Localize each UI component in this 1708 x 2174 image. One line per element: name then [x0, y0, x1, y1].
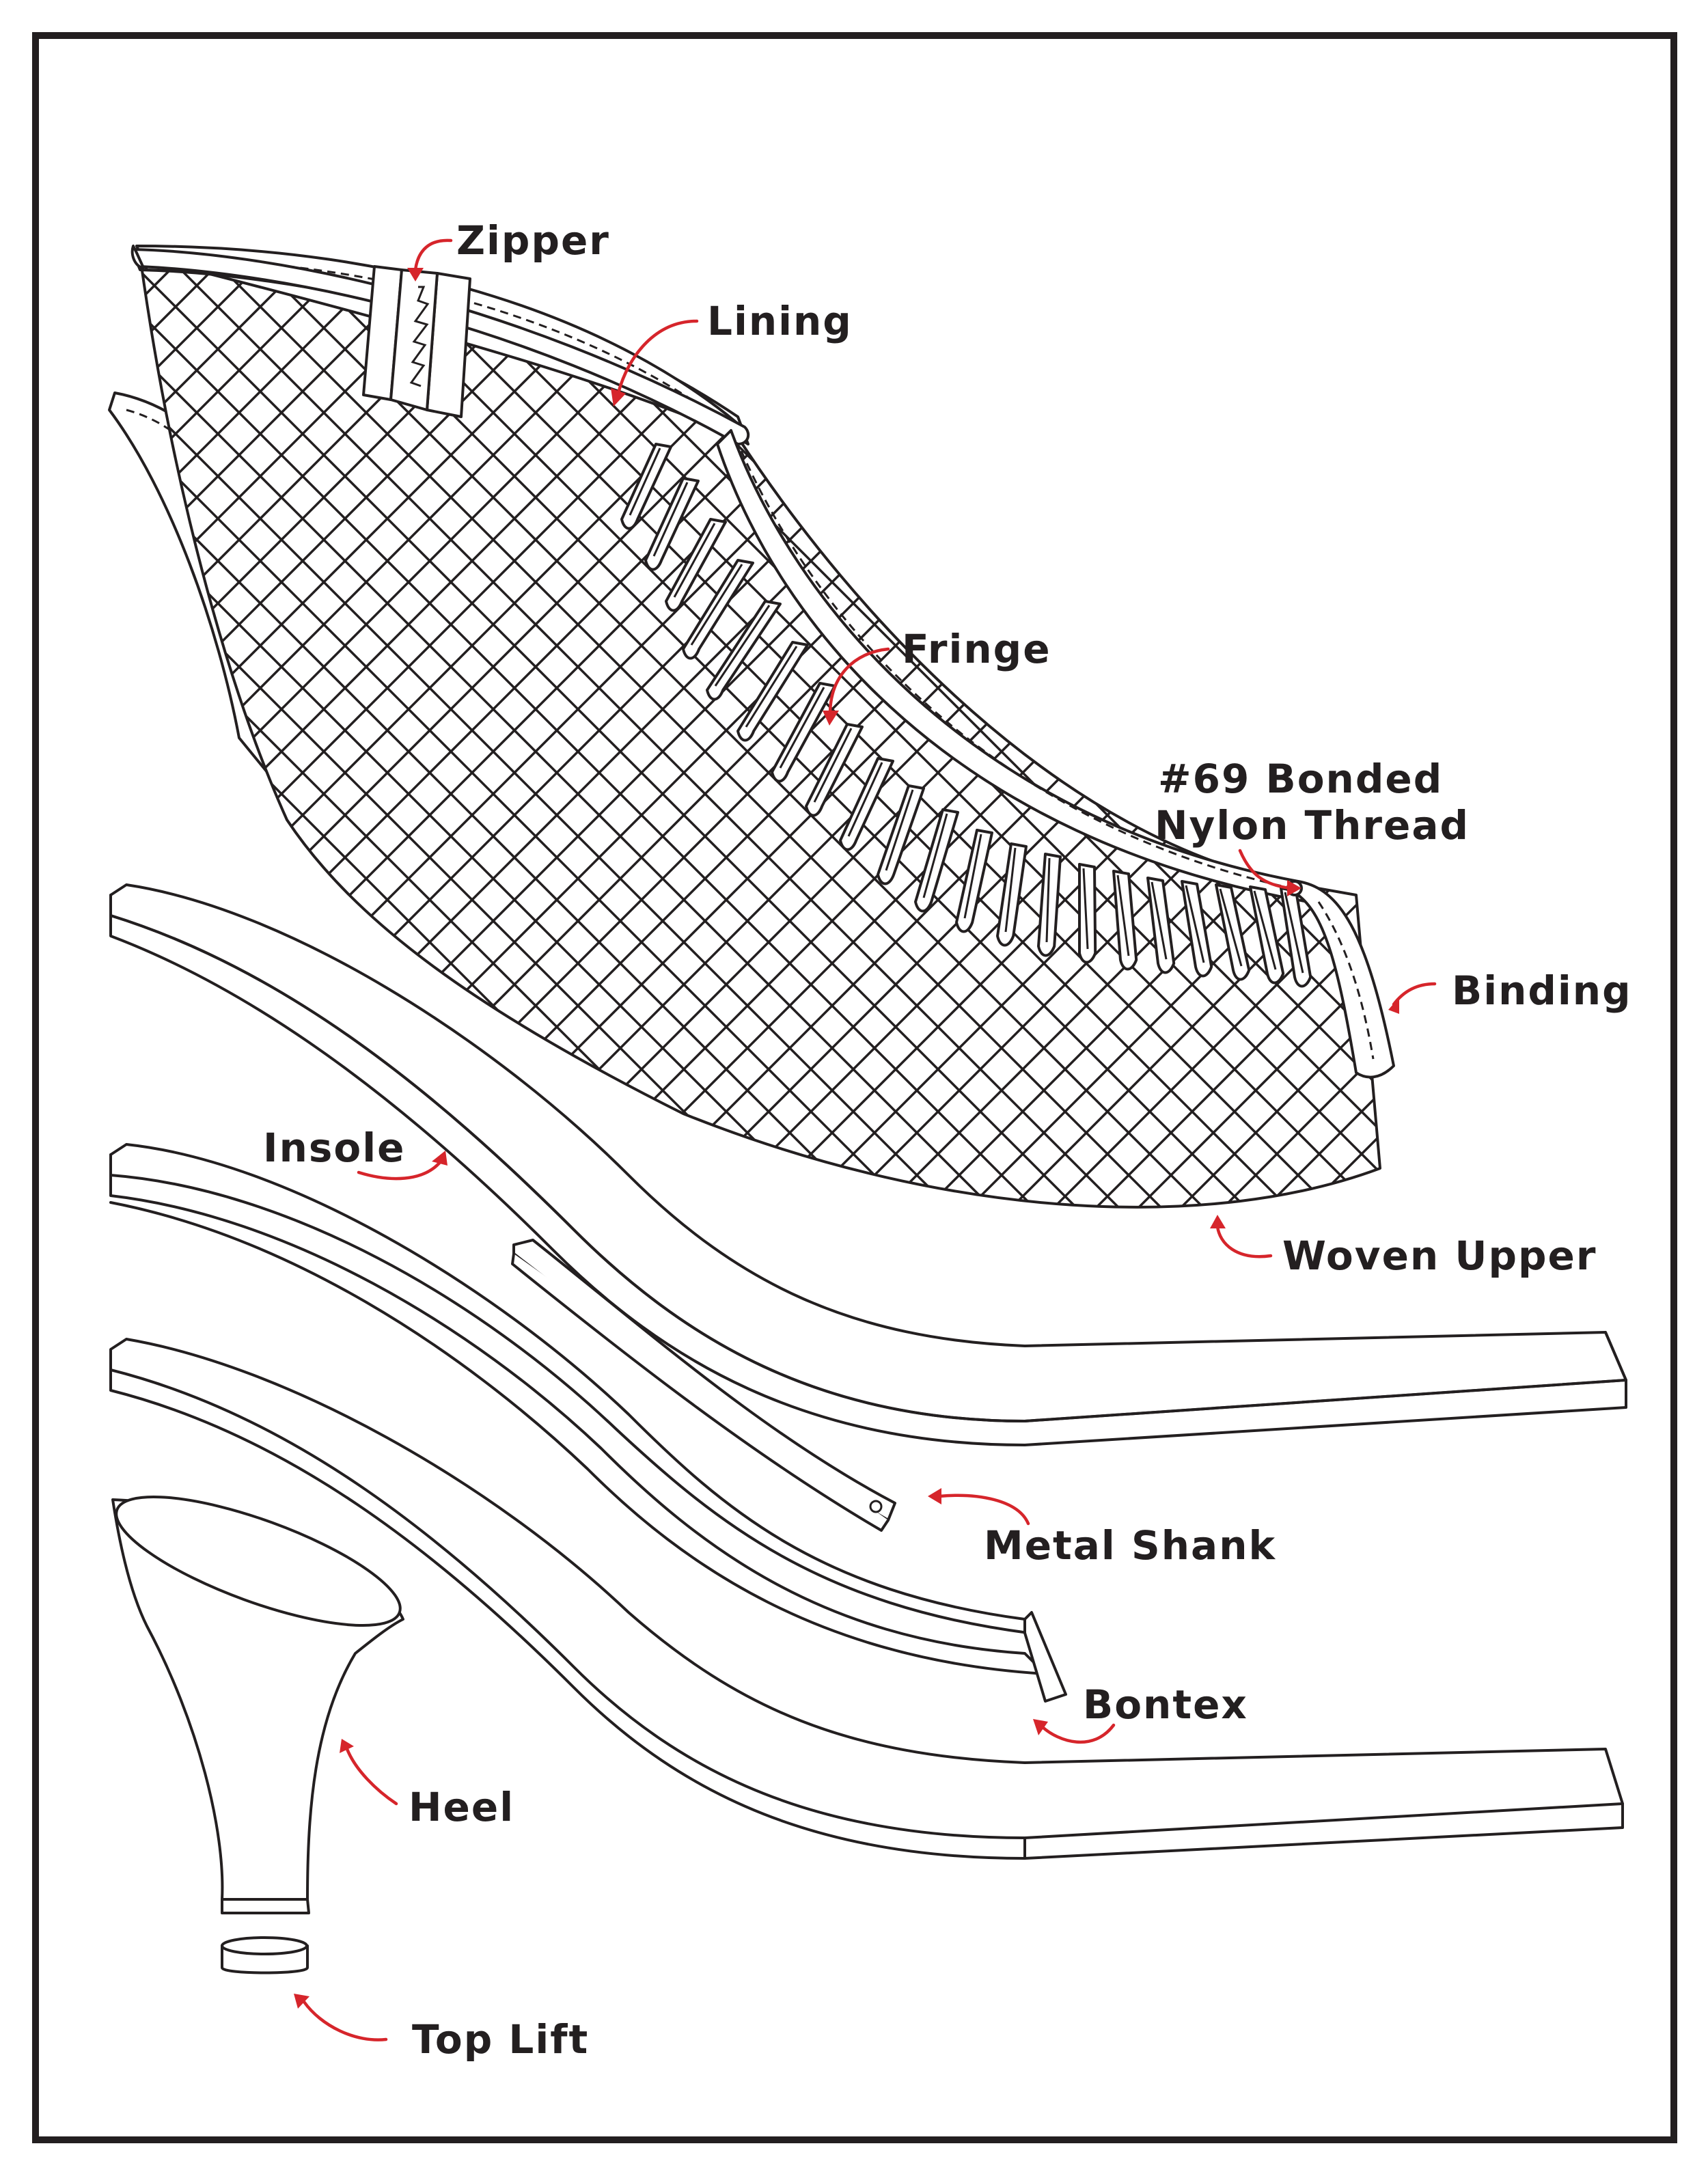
label-fringe: Fringe — [902, 626, 1051, 672]
label-thread-line2: Nylon Thread — [1155, 802, 1470, 849]
label-woven-upper: Woven Upper — [1282, 1233, 1597, 1279]
label-insole: Insole — [263, 1125, 405, 1171]
label-binding: Binding — [1452, 967, 1632, 1014]
top-lift — [221, 1936, 309, 1975]
metal-shank — [511, 1239, 896, 1532]
woven-upper — [108, 245, 1395, 1209]
outsole-board — [109, 1338, 1624, 1860]
label-thread-line1: #69 Bonded — [1158, 756, 1443, 802]
label-lining: Lining — [707, 298, 853, 344]
heel — [111, 1495, 404, 1914]
bontex-board — [109, 1143, 1067, 1703]
fringe-pieces — [620, 443, 1312, 988]
leader-arrows — [294, 238, 1437, 2041]
label-bontex: Bontex — [1083, 1681, 1248, 1728]
label-metal-shank: Metal Shank — [984, 1522, 1276, 1569]
label-heel: Heel — [409, 1784, 514, 1830]
insole — [109, 883, 1627, 1446]
label-top-lift: Top Lift — [412, 2016, 589, 2063]
label-zipper: Zipper — [456, 217, 610, 264]
border-frame — [32, 32, 1677, 2143]
